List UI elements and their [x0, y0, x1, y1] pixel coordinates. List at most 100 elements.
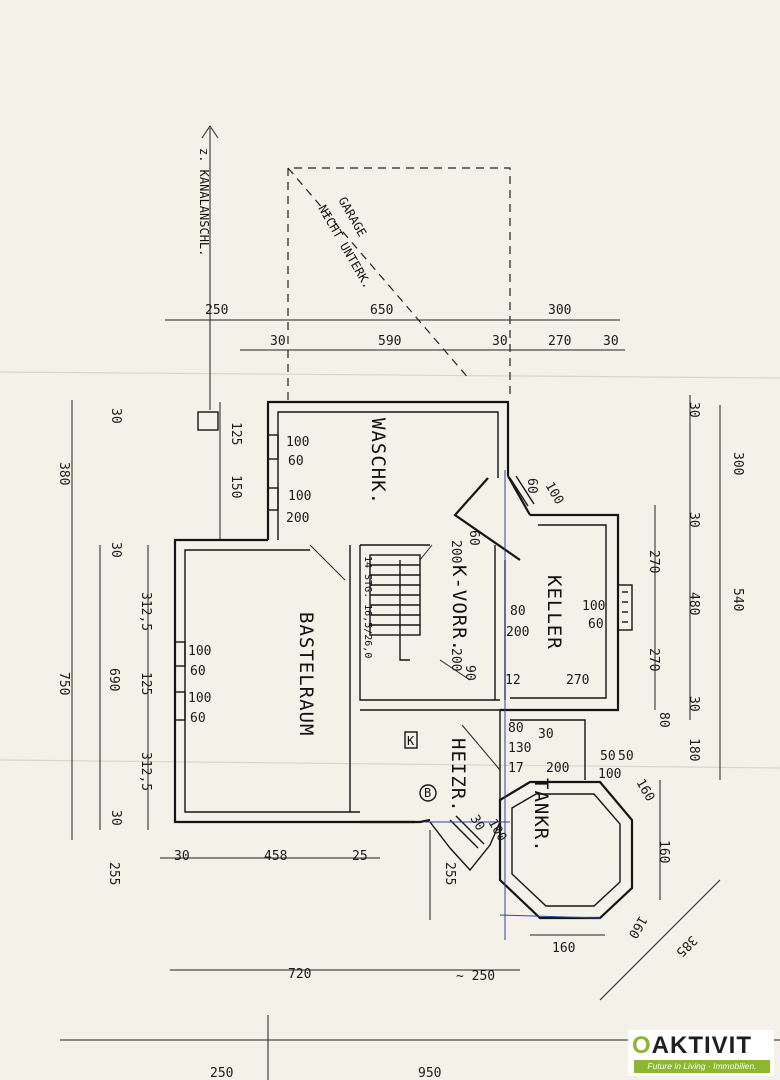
- dim-label: 12: [505, 673, 521, 688]
- dim-label: 480: [686, 592, 701, 615]
- dimension-labels: 250 650 300 30 590 30 270 30 30 380 30 3…: [56, 303, 745, 1080]
- dim-label: 720: [288, 967, 311, 982]
- dim-label: 30: [108, 408, 123, 424]
- dim-label: 30: [686, 512, 701, 528]
- dim-label: 150: [228, 475, 243, 498]
- dim-label: 312,5: [138, 752, 153, 791]
- paper-fold-line: [0, 759, 780, 769]
- room-label-waschk: WASCHK.: [367, 418, 389, 505]
- dim-label: 270: [566, 673, 589, 688]
- dim-label: 60: [288, 454, 304, 469]
- dim-label: 17: [508, 761, 524, 776]
- logo-tagline: Future in Living · Immobilien.: [634, 1060, 770, 1073]
- dim-label: 90: [462, 665, 477, 681]
- room-label-heizr: HEIZR.: [447, 738, 469, 813]
- tank-area-marks: [425, 470, 601, 940]
- dim-label: 100: [188, 644, 211, 659]
- dim-label: 270: [548, 334, 571, 349]
- dimension-lines: [60, 319, 780, 1080]
- dim-label: 160: [656, 840, 671, 863]
- dim-label: 30: [108, 810, 123, 826]
- dim-label: 30: [174, 849, 190, 864]
- dim-label: 25: [352, 849, 368, 864]
- dim-label: 125: [138, 672, 153, 695]
- dim-label: 30: [538, 727, 554, 742]
- dim-label: 380: [56, 462, 71, 485]
- dim-label: 30: [603, 334, 619, 349]
- dim-label: 30: [686, 696, 701, 712]
- note-k: K: [407, 734, 415, 748]
- dim-label: 200: [546, 761, 569, 776]
- logo-ring-icon: O: [632, 1032, 652, 1059]
- door-swings: [309, 544, 501, 771]
- room-label-k-vorr: K-VORR.: [448, 565, 470, 652]
- dim-label: 950: [418, 1066, 441, 1080]
- dim-label: 458: [264, 849, 287, 864]
- room-label-bastelraum: BASTELRAUM: [295, 612, 317, 736]
- dim-label: 60: [588, 617, 604, 632]
- dim-label: 80: [510, 604, 526, 619]
- dim-label: 60: [524, 478, 539, 494]
- dim-label: 60: [190, 664, 206, 679]
- dim-label: 100: [542, 480, 567, 508]
- room-label-tankr: TANKR.: [530, 778, 552, 853]
- dim-label: 30: [492, 334, 508, 349]
- dim-label: 690: [106, 668, 121, 691]
- burner-symbol: [419, 784, 437, 802]
- note-b: B: [424, 786, 431, 800]
- dim-label: 30: [108, 542, 123, 558]
- dim-label: 540: [730, 588, 745, 611]
- dim-label: 160: [625, 913, 650, 941]
- logo-wordmark: OAKTIVIT: [632, 1032, 752, 1060]
- dim-label: 270: [646, 550, 661, 573]
- logo-brand-text: AKTIVIT: [651, 1032, 752, 1059]
- sewer-connection-line: [197, 125, 219, 431]
- note-stair: 14 STG. 16,5/26,0: [362, 556, 373, 658]
- dim-label: 125: [228, 422, 243, 445]
- garage-outline: [287, 167, 511, 400]
- dim-label: 250: [205, 303, 228, 318]
- dim-label: 200: [448, 540, 463, 563]
- paper-fold-line: [0, 371, 780, 379]
- dim-label: 50: [618, 749, 634, 764]
- dim-label: 30: [686, 402, 701, 418]
- room-label-keller: KELLER: [543, 575, 565, 650]
- dim-label: 250: [210, 1066, 233, 1080]
- dim-label: 312,5: [138, 592, 153, 631]
- dim-label: ~ 250: [456, 969, 495, 984]
- dim-label: 590: [378, 334, 401, 349]
- dim-label: 80: [508, 721, 524, 736]
- dim-label: 270: [646, 648, 661, 671]
- dim-label: 30: [467, 813, 488, 834]
- dim-label: 200: [448, 648, 463, 671]
- dim-label: 650: [370, 303, 393, 318]
- dim-label: 160: [552, 941, 575, 956]
- dim-label: 160: [633, 777, 658, 805]
- dim-label: 300: [548, 303, 571, 318]
- aktivit-logo: OAKTIVIT Future in Living · Immobilien.: [628, 1030, 774, 1076]
- dim-label: 200: [286, 511, 309, 526]
- stair: [369, 554, 421, 661]
- boiler-symbol: [404, 731, 418, 749]
- note-kanal: z. KANALANSCHL.: [197, 148, 211, 256]
- dim-label: 100: [598, 767, 621, 782]
- windows: [174, 434, 633, 849]
- dim-label: 100: [286, 435, 309, 450]
- dim-label: 50: [600, 749, 616, 764]
- dim-label: 100: [188, 691, 211, 706]
- dim-label: 100: [485, 817, 510, 845]
- dim-label: 255: [442, 862, 457, 885]
- dim-label: 385: [673, 932, 700, 959]
- dim-label: 750: [56, 672, 71, 695]
- dim-label: 60: [466, 530, 481, 546]
- dim-label: 100: [288, 489, 311, 504]
- dim-label: 180: [686, 738, 701, 761]
- dim-label: 200: [506, 625, 529, 640]
- dim-label: 130: [508, 741, 531, 756]
- dim-label: 100: [582, 599, 605, 614]
- dim-label: 30: [270, 334, 286, 349]
- dim-label: 255: [106, 862, 121, 885]
- dim-label: 300: [730, 452, 745, 475]
- dim-label: 60: [190, 711, 206, 726]
